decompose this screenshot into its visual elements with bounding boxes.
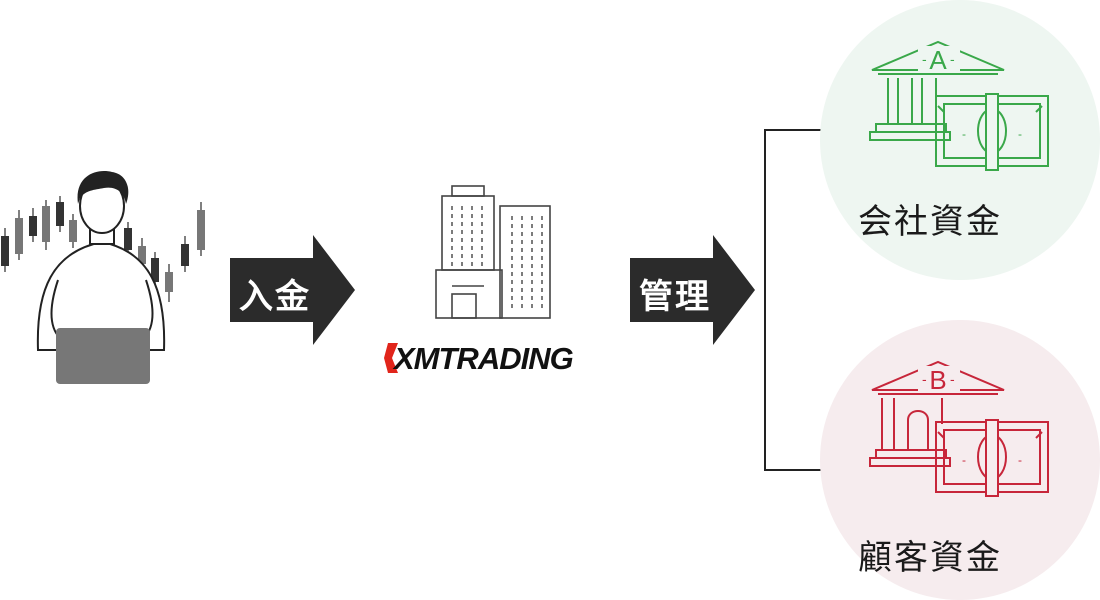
- client-funds-label: 顧客資金: [858, 538, 1002, 578]
- svg-text:-: -: [922, 371, 927, 387]
- deposit-arrow: 入金: [230, 235, 355, 345]
- trader-illustration: [1, 171, 205, 384]
- deposit-label: 入金: [239, 277, 311, 317]
- bracket-connector: [764, 129, 824, 471]
- person-icon: [36, 171, 166, 351]
- bank-b-icon: B - - - -: [869, 360, 1049, 497]
- manage-arrow: 管理: [630, 235, 755, 345]
- manage-label: 管理: [639, 277, 711, 317]
- xmtrading-logo: XMTRADING: [384, 340, 604, 380]
- logo-text: XMTRADING: [394, 341, 574, 376]
- svg-text:-: -: [950, 51, 955, 67]
- svg-text:-: -: [1018, 453, 1022, 467]
- candlestick-chart-icon: [1, 196, 205, 302]
- company-funds-circle: A - - - - 会社資金: [820, 0, 1100, 280]
- logo-accent-mark: [384, 343, 398, 373]
- bank-a-icon: A - - - -: [869, 40, 1049, 171]
- svg-text:-: -: [1018, 127, 1022, 141]
- svg-text:-: -: [962, 127, 966, 141]
- client-funds-circle: B - - - - 顧客資金: [820, 320, 1100, 600]
- building-icon: [435, 185, 551, 319]
- bank-a-badge: A: [929, 45, 947, 75]
- svg-text:-: -: [922, 51, 927, 67]
- svg-text:-: -: [950, 371, 955, 387]
- svg-text:-: -: [962, 453, 966, 467]
- company-funds-label: 会社資金: [858, 202, 1002, 242]
- laptop-icon: [56, 328, 150, 384]
- bank-b-badge: B: [929, 365, 946, 395]
